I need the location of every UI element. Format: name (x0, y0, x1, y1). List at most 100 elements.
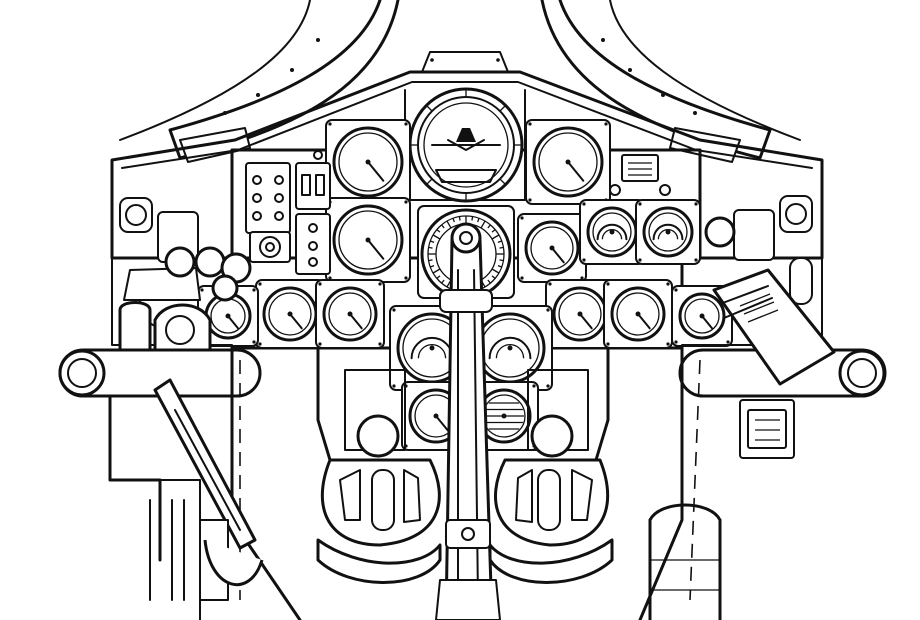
compass-tick (491, 275, 496, 279)
gauge-hub (365, 159, 371, 165)
compass-tick (430, 240, 435, 243)
gauge-ring (558, 292, 602, 336)
gauge-hub (549, 245, 555, 251)
bezel-screw (582, 258, 586, 262)
bezel-screw (404, 276, 408, 280)
gauge-arc (652, 223, 684, 241)
bezel-screw (674, 288, 678, 292)
compass-tick (471, 216, 474, 221)
bezel-screw (532, 384, 536, 388)
gauge (315, 279, 385, 349)
gauge-arc-inner (417, 343, 447, 359)
gauge (635, 199, 701, 265)
bezel-screw (674, 340, 678, 344)
gauge-ring (684, 298, 720, 334)
gauge-needle (367, 161, 385, 182)
bezel-screw (520, 216, 524, 220)
gauge-needle (349, 313, 363, 330)
compass-tick (458, 216, 461, 221)
gauge-arc (596, 223, 628, 241)
compass-ticks (428, 216, 504, 292)
gauge (517, 213, 587, 283)
compass-tick (432, 234, 441, 240)
bezel-screw (666, 282, 670, 286)
gauge-arc (488, 336, 532, 360)
compass-tick (499, 259, 504, 262)
bezel-screw (582, 202, 586, 206)
gauge-ring (338, 132, 398, 192)
gauge-ring (538, 132, 598, 192)
bezel-screw (252, 340, 256, 344)
bezel-screw (318, 342, 322, 346)
compass-tick (436, 275, 441, 279)
gauge-arc-inner (495, 343, 525, 359)
compass-tick (497, 265, 502, 268)
gauge-needle (579, 313, 593, 330)
bezel-screw (252, 288, 256, 292)
bezel-screw (546, 384, 550, 388)
gauge-ring (616, 292, 660, 336)
compass-tick (430, 265, 435, 268)
left-throttle-quadrant (118, 197, 264, 601)
gauge (525, 119, 611, 205)
compass-tick (436, 229, 441, 233)
bezel-screw (726, 340, 730, 344)
bezel-screw (638, 258, 642, 262)
gauge-hub (433, 413, 439, 419)
gauge (671, 285, 733, 347)
gauge-ring (268, 292, 312, 336)
compass-tick (480, 220, 486, 229)
rudder-pedals (316, 458, 614, 584)
bezel-screw (200, 288, 204, 292)
switch-panels-left (245, 150, 331, 275)
bezel-screw (328, 276, 332, 280)
compass-tick (452, 218, 455, 223)
gauge-needle (367, 239, 385, 260)
gauge-ring (648, 212, 688, 252)
gauge-hub (699, 313, 705, 319)
artificial-horizon (408, 87, 524, 203)
gauge-needle (289, 313, 303, 330)
gauge (325, 197, 411, 283)
bezel-screw (548, 282, 552, 286)
gauge-needle (567, 161, 585, 182)
compass-tick (497, 240, 502, 243)
gauge-needle (227, 315, 239, 330)
bezel-screw (378, 282, 382, 286)
control-column (435, 222, 501, 620)
bezel-screw (378, 342, 382, 346)
gauge-hub (365, 237, 371, 243)
gauge-ring (328, 292, 372, 336)
bezel-screw (328, 122, 332, 126)
gauge-ring (338, 210, 398, 270)
gauge-hub (609, 229, 615, 235)
gauge-hub (665, 229, 671, 235)
gauge-hub (225, 313, 231, 319)
gauge-ring (592, 212, 632, 252)
bezel-screw (694, 258, 698, 262)
bezel-screw (258, 342, 262, 346)
compass-tick (477, 218, 480, 223)
bezel-screw (606, 342, 610, 346)
lower-panel (316, 348, 610, 462)
gauge-ring (530, 226, 574, 270)
bezel-screw (404, 122, 408, 126)
bezel-screw (318, 282, 322, 286)
bezel-screw (580, 276, 584, 280)
bezel-screw (546, 308, 550, 312)
gauge (579, 199, 645, 265)
compass-tick (432, 268, 441, 274)
gauge-hub (635, 311, 641, 317)
compass-tick (428, 259, 433, 262)
compass-tick (499, 246, 504, 249)
gauge (603, 279, 673, 349)
switch-panels-right (609, 154, 671, 196)
compass-tick (441, 279, 445, 284)
gauge-hub (347, 311, 353, 317)
gauge-hub (507, 345, 513, 351)
compass-tick (487, 279, 491, 284)
bezel-screw (392, 308, 396, 312)
bezel-screw (604, 122, 608, 126)
bezel-screw (392, 384, 396, 388)
horizon-bezel-ticks (410, 89, 522, 201)
